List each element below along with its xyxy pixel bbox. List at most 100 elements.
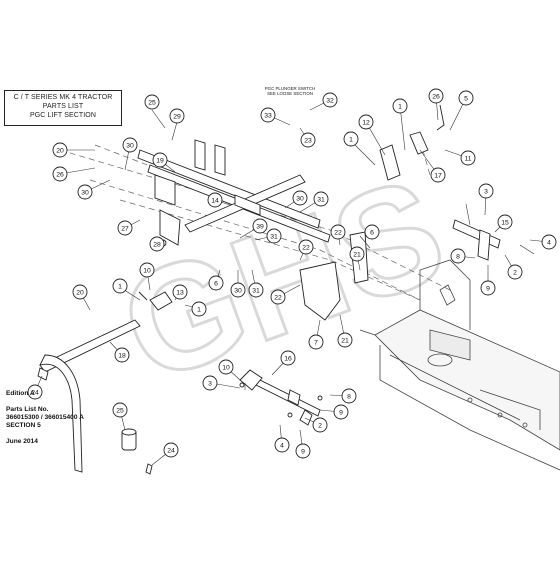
callout-3: 3	[478, 183, 494, 199]
callout-circle	[218, 359, 234, 375]
callout-circle	[313, 191, 329, 207]
callout-circle	[112, 278, 128, 294]
callout-25: 25	[112, 402, 128, 418]
callout-22: 22	[270, 289, 286, 305]
callout-30: 30	[77, 184, 93, 200]
callout-20: 20	[72, 284, 88, 300]
callout-22: 22	[298, 239, 314, 255]
callout-31: 31	[248, 282, 264, 298]
callout-circle	[230, 282, 246, 298]
callout-17: 17	[430, 167, 446, 183]
callout-label: 1	[118, 283, 122, 290]
callout-label: 33	[264, 112, 272, 119]
callout-label: 32	[326, 97, 334, 104]
callout-label: 30	[126, 142, 134, 149]
callout-label: 25	[116, 407, 124, 414]
callout-label: 19	[156, 157, 164, 164]
callout-label: 21	[353, 251, 361, 258]
note-line-2: SEE LOOSE SECTION	[267, 91, 313, 96]
callout-circle	[260, 107, 276, 123]
callout-circle	[163, 442, 179, 458]
callout-12: 12	[358, 114, 374, 130]
lift-bracket-right	[299, 104, 501, 321]
callout-29: 29	[169, 108, 185, 124]
callout-10: 10	[218, 359, 234, 375]
callout-label: 4	[280, 442, 284, 449]
callout-label: 13	[176, 289, 184, 296]
callout-6: 6	[208, 275, 224, 291]
callout-circle	[274, 437, 290, 453]
edition-label: Edition A	[6, 390, 35, 397]
callout-circle	[428, 88, 444, 104]
callout-22: 22	[330, 224, 346, 240]
callout-label: 17	[434, 172, 442, 179]
callout-30: 30	[122, 137, 138, 153]
callout-1: 1	[343, 131, 359, 147]
callout-33: 33	[260, 107, 276, 123]
callout-39: 39	[252, 218, 268, 234]
callout-label: 8	[456, 253, 460, 260]
callout-label: 12	[362, 119, 370, 126]
callout-label: 24	[167, 447, 175, 454]
callout-circle	[266, 228, 282, 244]
callout-circle	[450, 248, 466, 264]
lift-rod-handle	[37, 291, 173, 475]
tractor-frame	[359, 259, 560, 471]
callout-label: 21	[341, 337, 349, 344]
callout-label: 10	[143, 267, 151, 274]
callout-9: 9	[333, 404, 349, 420]
callout-6: 6	[364, 224, 380, 240]
callout-circle	[207, 192, 223, 208]
callout-group: 1111223344566788999101011121314151617181…	[27, 88, 557, 459]
plunger-switch-note: PGC PLUNGER SWITCH SEE LOOSE SECTION	[255, 86, 325, 96]
callout-circle	[112, 402, 128, 418]
callout-circle	[295, 443, 311, 459]
callout-circle	[191, 301, 207, 317]
parts-list-numbers: 366015300 / 366015400 A	[6, 414, 84, 421]
callout-circle	[248, 282, 264, 298]
callout-label: 15	[501, 219, 509, 226]
callout-label: 31	[270, 233, 278, 240]
callout-circle	[270, 289, 286, 305]
callout-circle	[122, 137, 138, 153]
section-label: SECTION 5	[6, 422, 41, 429]
callout-label: 27	[121, 225, 129, 232]
callout-circle	[541, 234, 557, 250]
callout-label: 2	[513, 269, 517, 276]
note-line-1: PGC PLUNGER SWITCH	[264, 86, 316, 91]
callout-9: 9	[295, 443, 311, 459]
callout-circle	[52, 142, 68, 158]
callout-circle	[478, 183, 494, 199]
parts-list-label: Parts List No.	[6, 406, 49, 413]
callout-circle	[460, 150, 476, 166]
callout-24: 24	[27, 384, 43, 400]
callout-circle	[358, 114, 374, 130]
callout-label: 20	[76, 289, 84, 296]
callout-label: 31	[252, 287, 260, 294]
callout-8: 8	[341, 388, 357, 404]
callout-circle	[430, 167, 446, 183]
callout-label: 30	[234, 287, 242, 294]
callout-label: 6	[214, 280, 218, 287]
callout-circle	[139, 262, 155, 278]
callout-25: 25	[144, 94, 160, 110]
date-label: June 2014	[6, 438, 38, 445]
callout-circle	[298, 239, 314, 255]
callout-label: 26	[432, 93, 440, 100]
callout-7: 7	[308, 334, 324, 350]
callout-label: 24	[31, 389, 39, 396]
callout-label: 2	[318, 422, 322, 429]
callout-circle	[480, 280, 496, 296]
callout-label: 10	[222, 364, 230, 371]
lift-shaft-assembly	[137, 139, 331, 247]
callout-label: 1	[398, 103, 402, 110]
title-section: PGC LIFT SECTION	[29, 112, 97, 119]
callout-circle	[364, 224, 380, 240]
callout-label: 9	[339, 409, 343, 416]
callout-circle	[52, 166, 68, 182]
callout-circle	[312, 417, 328, 433]
callout-label: 3	[484, 188, 488, 195]
callout-label: 30	[296, 195, 304, 202]
callout-28: 28	[149, 236, 165, 252]
